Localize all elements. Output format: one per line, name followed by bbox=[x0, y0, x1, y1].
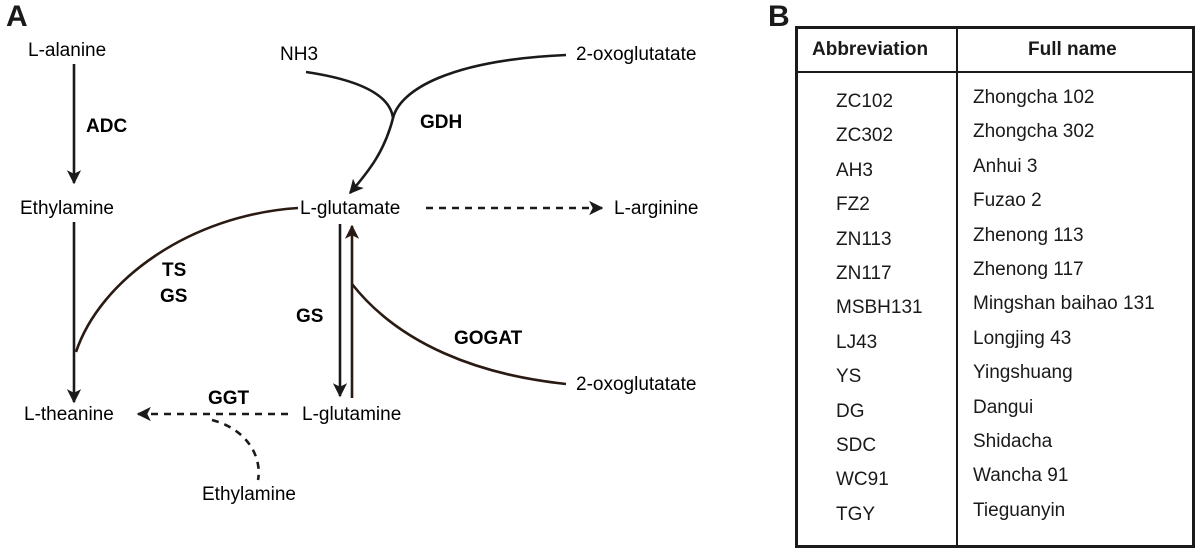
table-row: WC91 Wancha 91 bbox=[798, 465, 1192, 499]
cell-full-name: Zhongcha 302 bbox=[973, 121, 1095, 143]
table-row: DG Dangui bbox=[798, 397, 1192, 431]
node-2-oxoglutarate-top: 2-oxoglutatate bbox=[576, 44, 696, 65]
header-divider bbox=[798, 71, 1192, 73]
ethylamine-dashed-curve bbox=[211, 418, 261, 481]
table-row: TGY Tieguanyin bbox=[798, 500, 1192, 534]
node-l-arginine: L-arginine bbox=[614, 198, 699, 219]
table-row: ZN113 Zhenong 113 bbox=[798, 225, 1192, 259]
gogat-curve bbox=[350, 283, 567, 386]
enzyme-gs-left: GS bbox=[160, 286, 187, 307]
cultivar-table: Abbreviation Full name ZC102 Zhongcha 102… bbox=[795, 26, 1195, 548]
cell-abbreviation: YS bbox=[836, 366, 862, 388]
cell-full-name: Fuzao 2 bbox=[973, 190, 1042, 212]
cell-abbreviation: WC91 bbox=[836, 469, 889, 491]
cell-full-name: Wancha 91 bbox=[973, 465, 1069, 487]
cell-full-name: Longjing 43 bbox=[973, 327, 1072, 349]
cell-abbreviation: TGY bbox=[836, 503, 876, 525]
node-l-theanine: L-theanine bbox=[24, 404, 114, 425]
cell-full-name: Anhui 3 bbox=[973, 155, 1038, 177]
cell-full-name: Tieguanyin bbox=[973, 499, 1066, 521]
table-row: AH3 Anhui 3 bbox=[798, 156, 1192, 190]
cell-full-name: Zhenong 113 bbox=[973, 224, 1084, 246]
header-full-name: Full name bbox=[1028, 39, 1117, 60]
cell-abbreviation: MSBH131 bbox=[836, 297, 923, 319]
enzyme-gs-mid: GS bbox=[296, 306, 323, 327]
node-ethylamine-bottom: Ethylamine bbox=[202, 484, 296, 505]
cell-abbreviation: FZ2 bbox=[836, 194, 870, 216]
cell-full-name: Zhongcha 102 bbox=[973, 87, 1095, 108]
cell-abbreviation: ZC302 bbox=[836, 125, 894, 147]
cell-abbreviation: SDC bbox=[836, 434, 877, 456]
node-l-glutamine: L-glutamine bbox=[302, 404, 401, 425]
node-l-alanine: L-alanine bbox=[28, 40, 106, 61]
cell-full-name: Shidacha bbox=[973, 430, 1053, 452]
enzyme-gogat: GOGAT bbox=[454, 328, 523, 349]
cell-abbreviation: AH3 bbox=[836, 159, 873, 181]
enzyme-gdh: GDH bbox=[420, 112, 462, 133]
table-row: SDC Shidacha bbox=[798, 431, 1192, 465]
nh3-curve bbox=[305, 70, 395, 119]
node-2-oxoglutarate-bottom: 2-oxoglutatate bbox=[576, 374, 696, 395]
table-row: YS Yingshuang bbox=[798, 362, 1192, 396]
table-row: LJ43 Longjing 43 bbox=[798, 328, 1192, 362]
enzyme-adc: ADC bbox=[86, 116, 127, 137]
cell-full-name: Mingshan baihao 131 bbox=[973, 293, 1155, 315]
node-ethylamine: Ethylamine bbox=[20, 198, 114, 219]
table-row: ZN117 Zhenong 117 bbox=[798, 259, 1192, 293]
cell-abbreviation: ZN113 bbox=[836, 228, 892, 250]
enzyme-ggt: GGT bbox=[208, 388, 250, 409]
table-row: FZ2 Fuzao 2 bbox=[798, 190, 1192, 224]
enzyme-ts: TS bbox=[162, 260, 186, 281]
cell-abbreviation: ZC102 bbox=[836, 91, 894, 112]
cell-full-name: Dangui bbox=[973, 396, 1034, 418]
cell-full-name: Yingshuang bbox=[973, 362, 1073, 384]
cell-abbreviation: LJ43 bbox=[836, 331, 878, 353]
column-divider bbox=[956, 29, 958, 545]
table-row: MSBH131 Mingshan baihao 131 bbox=[798, 293, 1192, 327]
table-row: ZC102 Zhongcha 102 bbox=[798, 87, 1192, 121]
cell-abbreviation: DG bbox=[836, 400, 865, 422]
gdh-arrow bbox=[349, 53, 567, 195]
header-abbreviation: Abbreviation bbox=[812, 39, 929, 60]
panel-b-label: B bbox=[768, 0, 790, 33]
panel-a-label: A bbox=[6, 0, 28, 33]
cell-full-name: Zhenong 117 bbox=[973, 258, 1084, 280]
node-l-glutamate: L-glutamate bbox=[300, 198, 400, 219]
table-row: ZC302 Zhongcha 302 bbox=[798, 121, 1192, 155]
cell-abbreviation: ZN117 bbox=[836, 262, 892, 284]
glutamate-to-theanine-curve bbox=[74, 206, 299, 353]
node-nh3: NH3 bbox=[280, 44, 318, 65]
pathway-diagram: L-alanine NH3 2-oxoglutatate Ethylamine … bbox=[20, 40, 699, 505]
